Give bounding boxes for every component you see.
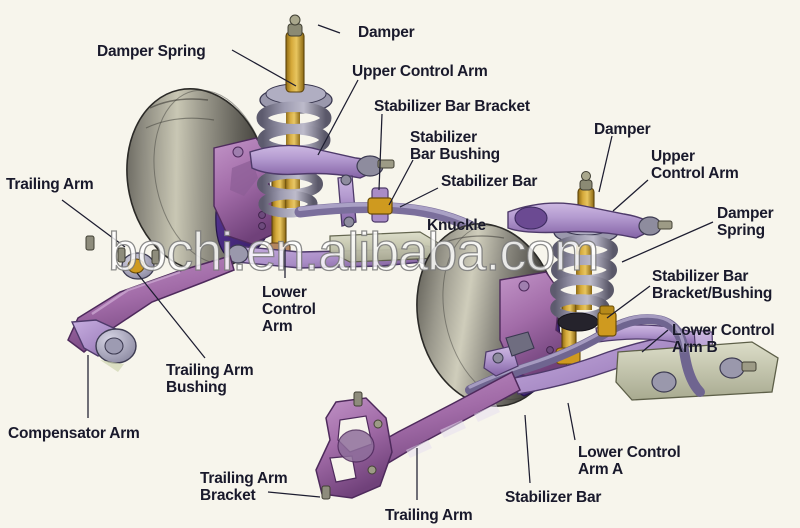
label-trailing-arm-bushing: Trailing Arm Bushing xyxy=(166,362,254,396)
label-damper-left: Damper xyxy=(358,24,415,41)
left-upper-control-arm xyxy=(249,144,395,179)
trailing-arm-bracket-part xyxy=(315,391,393,500)
right-suspension-assembly xyxy=(315,171,779,500)
left-trailing-arm-bushing xyxy=(117,247,160,280)
left-subframe-plate xyxy=(329,231,441,263)
label-stabilizer-bar-bushing-left: Stabilizer Bar Bushing xyxy=(410,129,500,163)
left-stabilizer-bar-bracket-bushing xyxy=(367,187,393,223)
label-stabilizer-bar-bottom: Stabilizer Bar xyxy=(505,489,602,506)
label-upper-control-arm-right: Upper Control Arm xyxy=(651,148,739,182)
right-stabilizer-bar-bracket-bushing xyxy=(597,305,617,337)
label-lower-control-arm-left: Lower Control Arm xyxy=(262,284,316,335)
label-knuckle: Knuckle xyxy=(427,217,486,234)
label-trailing-arm-bracket: Trailing Arm Bracket xyxy=(200,470,288,504)
label-stabilizer-bar-bracket-left: Stabilizer Bar Bracket xyxy=(374,98,530,115)
label-lower-control-arm-b: Lower Control Arm B xyxy=(672,322,775,356)
label-stabilizer-bar-left: Stabilizer Bar xyxy=(441,173,538,190)
label-upper-control-arm-left: Upper Control Arm xyxy=(352,63,488,80)
label-damper-right: Damper xyxy=(594,121,651,138)
label-damper-spring-left: Damper Spring xyxy=(97,43,206,60)
label-trailing-arm-bottom: Trailing Arm xyxy=(385,507,473,524)
left-far-bracket xyxy=(85,235,95,251)
label-damper-spring-right: Damper Spring xyxy=(717,205,774,239)
right-subframe-bracket xyxy=(615,341,779,401)
label-trailing-arm-left: Trailing Arm xyxy=(6,176,94,193)
left-stabilizer-link xyxy=(337,174,357,228)
label-compensator-arm: Compensator Arm xyxy=(8,425,140,442)
label-stabilizer-bar-bracket-bushing: Stabilizer Bar Bracket/Bushing xyxy=(652,268,773,302)
label-lower-control-arm-a: Lower Control Arm A xyxy=(578,444,681,478)
right-knuckle-brackets xyxy=(483,331,535,377)
compensator-arm-part xyxy=(70,319,137,372)
